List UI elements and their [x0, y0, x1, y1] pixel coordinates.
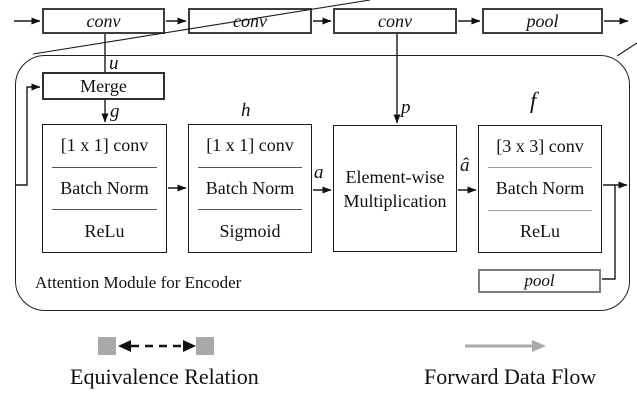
- legend-forward-label: Forward Data Flow: [424, 364, 597, 389]
- conv-box-1: conv: [42, 8, 165, 34]
- pool-box-inner-label: pool: [524, 271, 555, 290]
- var-p-label: p: [401, 97, 411, 118]
- legend-forward-arrow: [465, 340, 546, 352]
- merge-box: Merge: [42, 72, 165, 100]
- g-block-row-relu: ReLu: [84, 220, 125, 241]
- elementwise-line1: Element-wise: [345, 166, 445, 187]
- legend-equivalence-label: Equivalence Relation: [70, 364, 259, 389]
- callout-diagonal-right: [616, 42, 637, 57]
- conv-box-2-label: conv: [233, 10, 267, 31]
- var-f-label: f: [530, 88, 537, 113]
- f-block-row-batchnorm: Batch Norm: [495, 178, 585, 199]
- divider: [198, 166, 302, 168]
- elementwise-multiplication-block: Element-wise Multiplication: [333, 125, 457, 252]
- legend-equivalence-square-left: [98, 337, 116, 355]
- h-conv-block: [1 x 1] conv Batch Norm Sigmoid: [188, 124, 312, 253]
- var-u-label: u: [109, 53, 119, 74]
- divider: [488, 167, 592, 169]
- conv-box-3: conv: [333, 8, 457, 34]
- legend-arrowhead-left: [118, 340, 131, 352]
- h-block-row-sigmoid: Sigmoid: [219, 220, 281, 241]
- divider: [198, 209, 302, 211]
- var-a-label: a: [314, 162, 324, 183]
- var-a-hat-label: â: [460, 155, 470, 176]
- h-block-row-conv: [1 x 1] conv: [206, 135, 294, 156]
- var-g-label: g: [110, 101, 120, 122]
- var-h-label: h: [241, 100, 251, 121]
- elementwise-multiplication-text: Element-wise Multiplication: [344, 165, 447, 213]
- g-block-row-batchnorm: Batch Norm: [60, 178, 149, 198]
- merge-label: Merge: [80, 75, 127, 96]
- h-block-row-batchnorm: Batch Norm: [205, 178, 295, 198]
- conv-box-1-label: conv: [86, 10, 121, 31]
- legend-equivalence-arrow: [118, 340, 196, 352]
- f-block-row-conv: [3 x 3] conv: [496, 136, 584, 157]
- conv-box-2: conv: [188, 8, 312, 34]
- pool-box-inner: pool: [478, 269, 601, 293]
- f-block-row-relu: ReLu: [520, 220, 560, 241]
- g-block-row-conv: [1 x 1] conv: [60, 135, 149, 156]
- f-conv-block: [3 x 3] conv Batch Norm ReLu: [478, 125, 602, 253]
- divider: [52, 166, 157, 168]
- pool-box-top-label: pool: [526, 10, 559, 31]
- conv-box-3-label: conv: [378, 10, 412, 31]
- legend-gray-arrowhead: [532, 340, 546, 352]
- divider: [52, 209, 157, 211]
- elementwise-line2: Multiplication: [343, 190, 447, 211]
- divider: [488, 209, 592, 211]
- legend-arrowhead-right: [183, 340, 196, 352]
- pool-box-top: pool: [482, 8, 603, 34]
- g-conv-block: [1 x 1] conv Batch Norm ReLu: [42, 124, 167, 253]
- legend-equivalence-square-right: [196, 337, 214, 355]
- module-caption: Attention Module for Encoder: [35, 273, 242, 292]
